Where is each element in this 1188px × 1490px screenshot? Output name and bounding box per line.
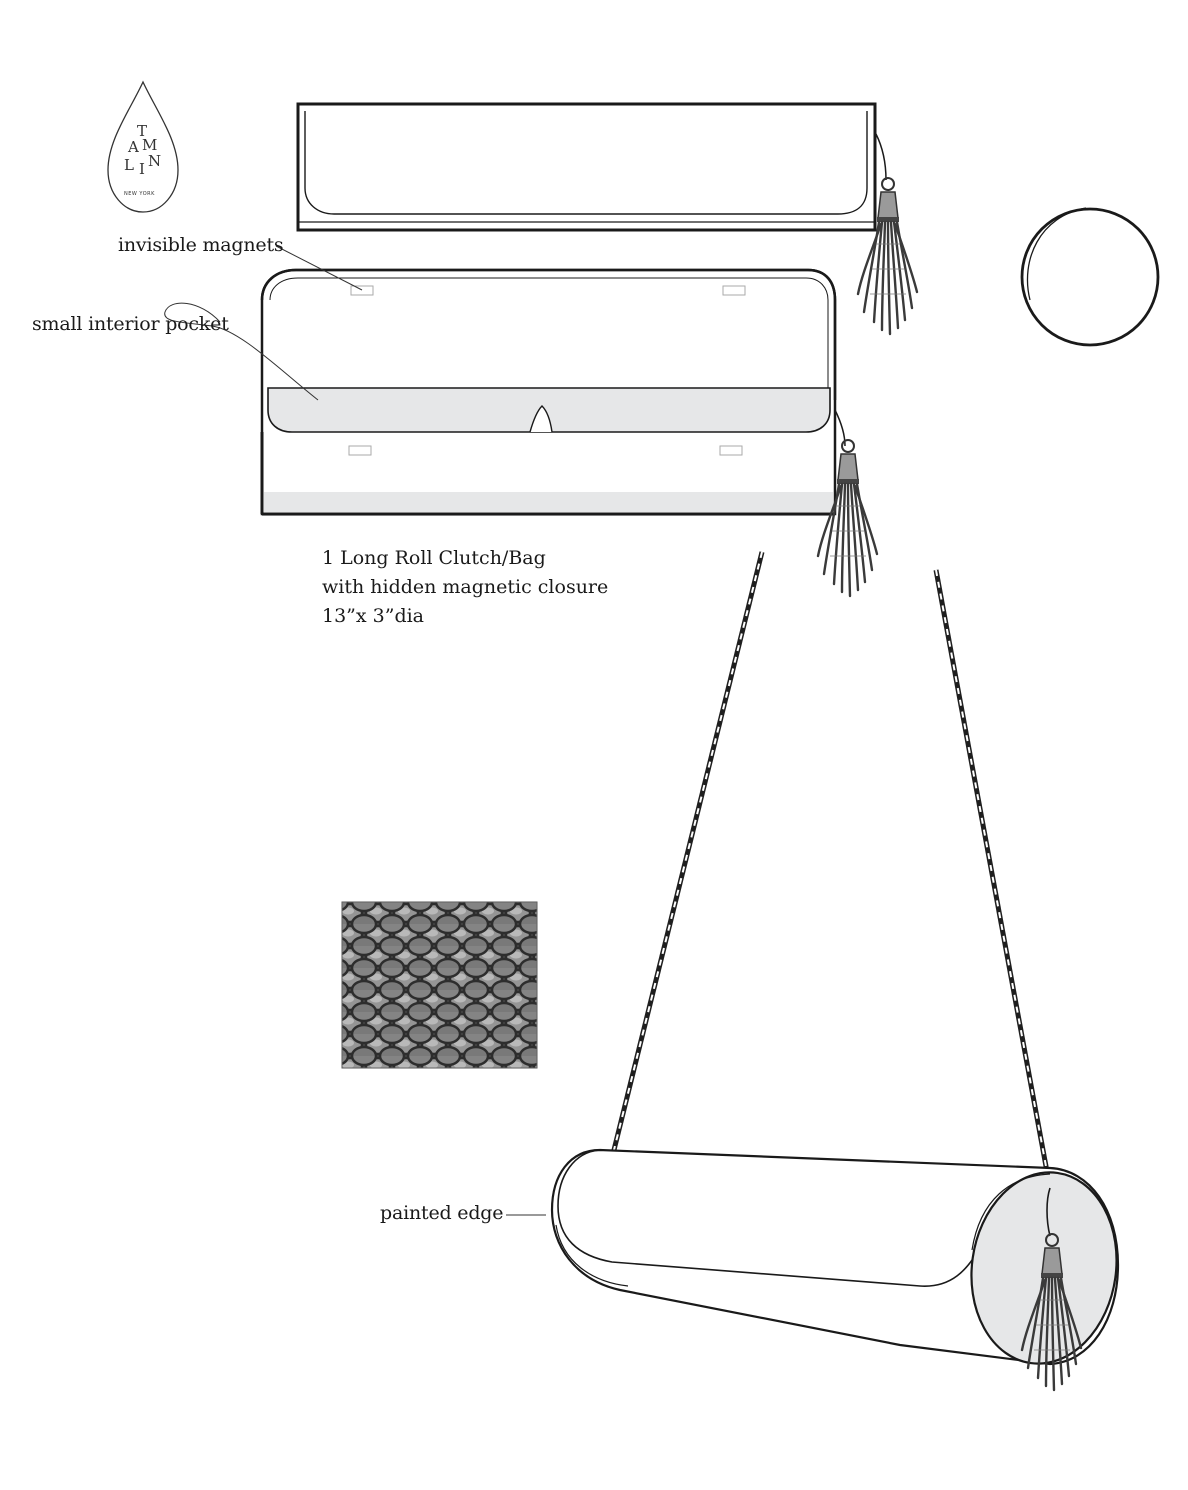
logo-letter-t: T (137, 122, 148, 140)
logo-letter-i: I (139, 160, 145, 178)
brand-logo (107, 80, 179, 213)
logo-letter-l: L (124, 156, 134, 174)
logo-letter-a: A (128, 138, 139, 156)
callout-lines (164, 245, 546, 1216)
spec-line-dimensions: 13”x 3”dia (322, 605, 425, 627)
label-small-interior-pocket: small interior pocket (32, 313, 229, 335)
logo-letter-n: N (148, 152, 162, 170)
clutch-open-view (260, 268, 846, 516)
clutch-top-view (296, 102, 887, 232)
logo-tagline: NEW YORK (124, 191, 155, 197)
roll-bag-view (550, 1148, 1120, 1366)
logo-letter-m: M (142, 136, 158, 154)
python-skin-swatch (341, 901, 538, 1069)
product-spec: 1 Long Roll Clutch/Bag with hidden magne… (322, 544, 608, 631)
spec-line-closure: with hidden magnetic closure (322, 576, 609, 598)
spec-line-name: 1 Long Roll Clutch/Bag (322, 547, 546, 569)
label-invisible-magnets: invisible magnets (118, 234, 284, 256)
chain-strap (609, 551, 1053, 1189)
label-painted-edge: painted edge (380, 1202, 504, 1224)
clutch-end-view (1020, 207, 1160, 347)
